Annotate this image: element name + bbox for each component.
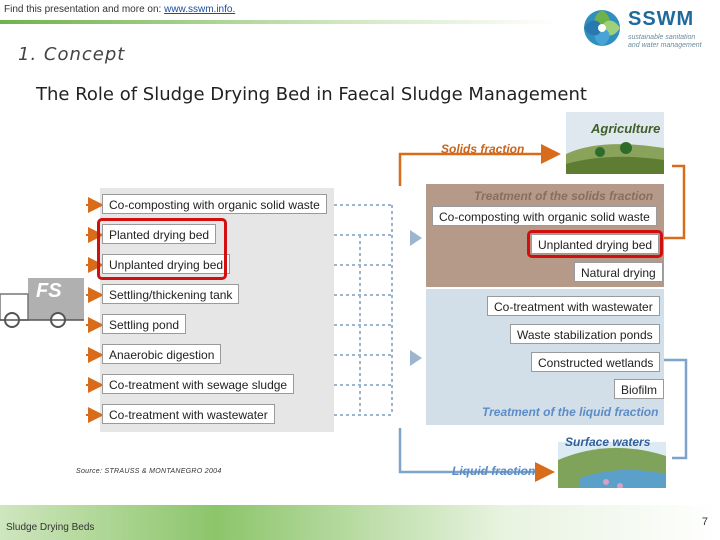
header-note-text: Find this presentation and more on: [4,4,165,15]
logo-tagline: sustainable sanitation and water managem… [628,34,702,50]
sswm-logo: SSWM sustainable sanitation and water ma… [582,6,716,56]
liquid-fraction-label: Liquid fraction [452,464,536,478]
option-anaerobic-digestion: Anaerobic digestion [102,344,222,364]
flow-connectors [334,204,393,416]
header-note: Find this presentation and more on: www.… [4,4,235,15]
liquid-item-biofilm: Biofilm [614,379,665,399]
fs-truck [0,278,84,328]
solids-item-unplanted: Unplanted drying bed [531,234,660,254]
header-rule [0,20,560,24]
sswm-link[interactable]: www.sswm.info. [164,4,236,15]
footer-title: Sludge Drying Beds [6,522,95,533]
solids-item-co-composting: Co-composting with organic solid waste [432,206,657,226]
option-co-treatment-sludge: Co-treatment with sewage sludge [102,374,295,394]
source-note: Source: STRAUSS & MONTANEGRO 2004 [76,468,222,475]
highlight-left-drying-beds [97,218,227,280]
liquid-item-stabilization-ponds: Waste stabilization ponds [510,324,660,344]
option-co-composting: Co-composting with organic solid waste [102,194,327,214]
connector-arrowheads [410,230,422,366]
agriculture-picture [566,112,664,174]
header-bar: Find this presentation and more on: www.… [0,0,720,24]
liquid-item-co-treatment: Co-treatment with wastewater [487,296,660,316]
solids-header: Treatment of the solids fraction [474,189,654,203]
slide-title: The Role of Sludge Drying Bed in Faecal … [36,84,587,105]
logo-name: SSWM [628,8,695,30]
option-settling-pond: Settling pond [102,314,187,334]
liquid-item-wetlands: Constructed wetlands [531,352,661,372]
logo-tagline-2: and water management [628,42,702,49]
page-number: 7 [701,516,708,528]
solids-fraction-route [398,144,686,240]
fsm-diagram: Co-composting with organic solid waste P… [0,108,720,488]
option-co-treatment-wastewater: Co-treatment with wastewater [102,404,275,424]
truck-label: FS [36,280,62,302]
liquid-footer: Treatment of the liquid fraction [482,405,659,419]
option-settling-tank: Settling/thickening tank [102,284,240,304]
liquid-fraction-route [398,358,688,482]
surface-waters-picture [558,442,666,488]
highlight-right-unplanted [527,230,663,258]
solids-item-natural-drying: Natural drying [574,262,663,282]
solids-fraction-label: Solids fraction [441,142,525,156]
logo-tagline-1: sustainable sanitation [628,34,696,41]
surface-waters-label: Surface waters [565,435,651,449]
agriculture-label: Agriculture [591,121,661,136]
option-planted-drying-bed: Planted drying bed [102,224,217,244]
section-heading: 1. Concept [18,44,126,65]
footer-band [0,505,720,540]
option-unplanted-drying-bed: Unplanted drying bed [102,254,231,274]
sswm-logo-icon [584,10,620,46]
